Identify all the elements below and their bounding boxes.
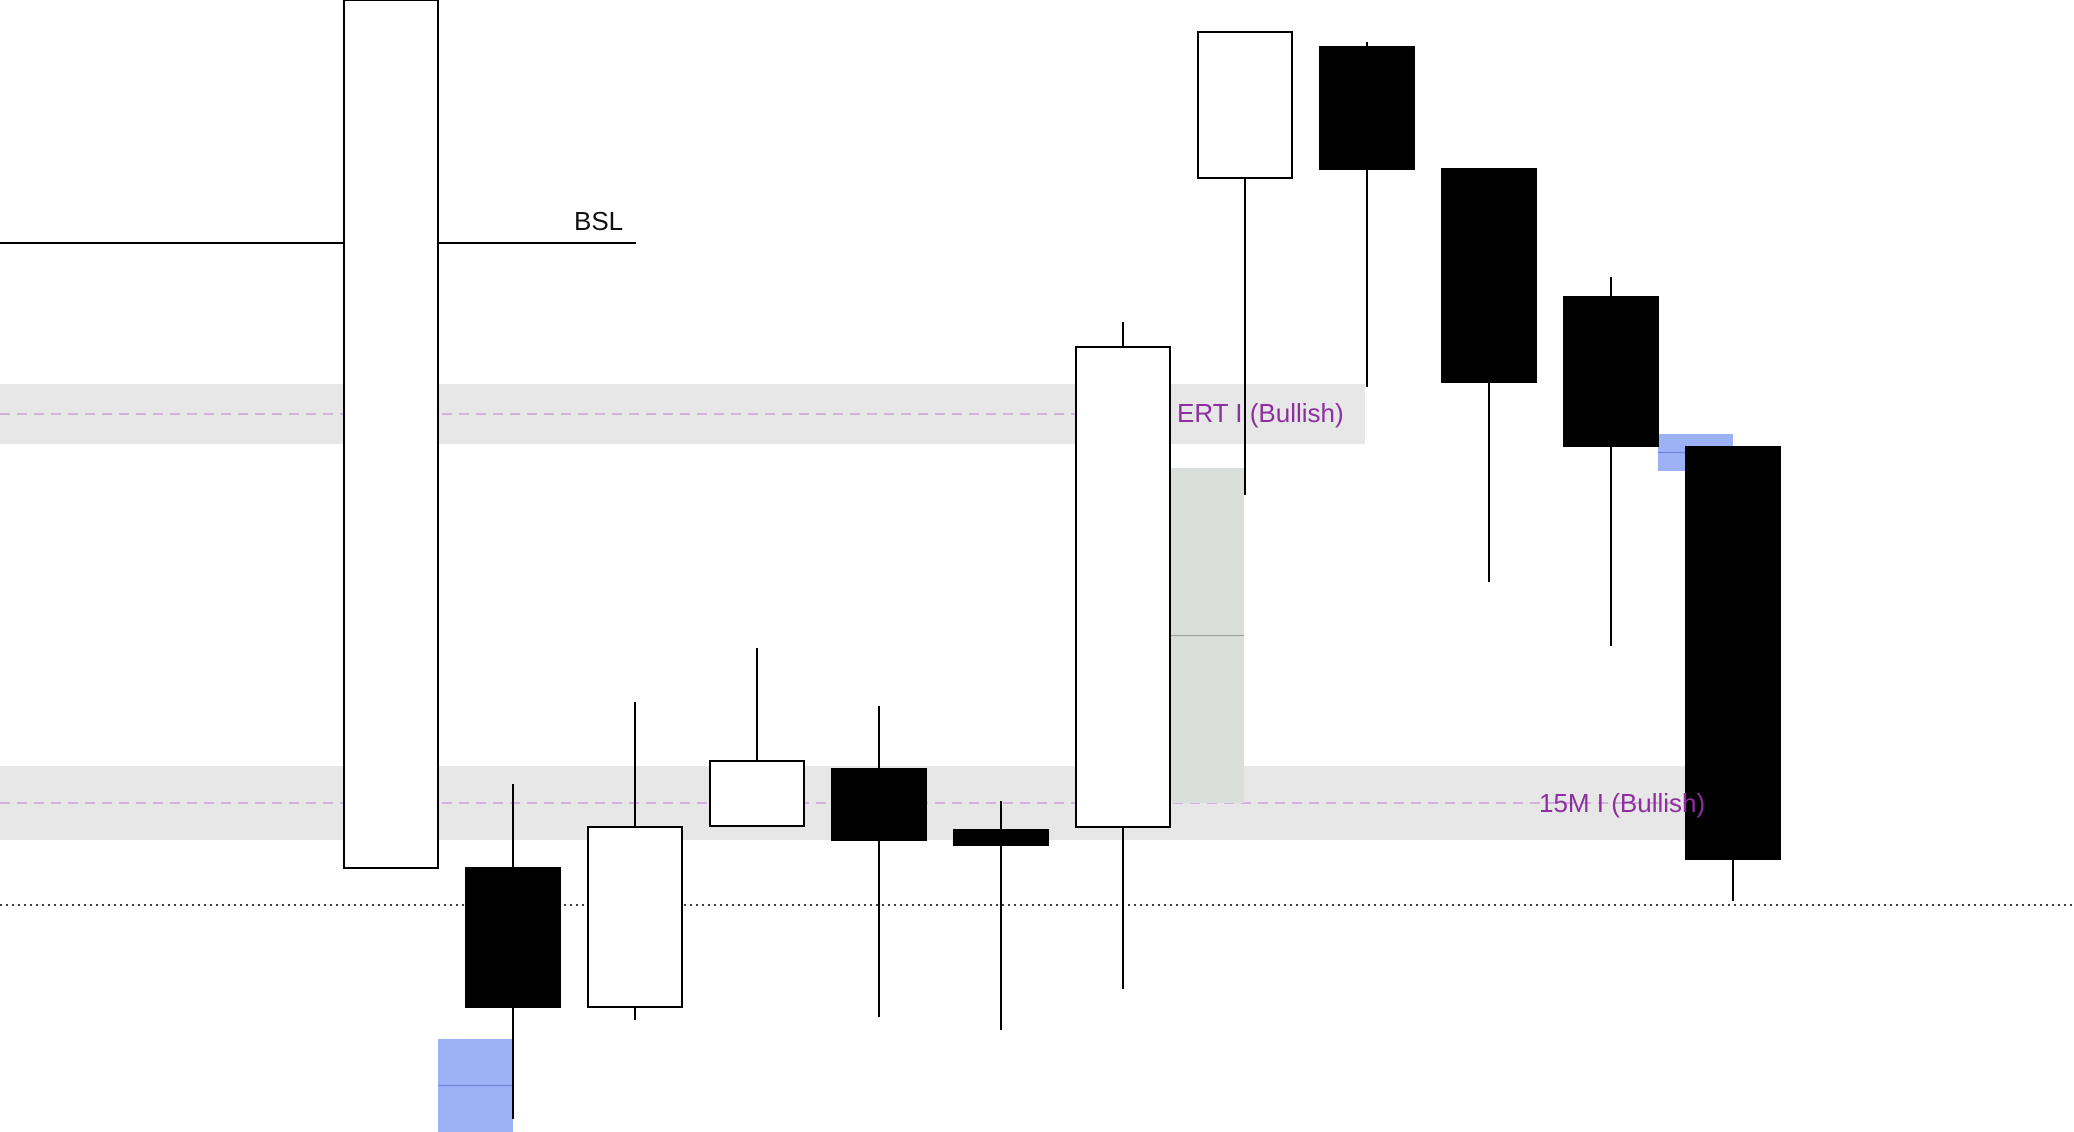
fvg-layer (438, 434, 1733, 1132)
candle-body (1075, 346, 1171, 828)
candle-body (709, 760, 805, 827)
candle-body (1319, 46, 1415, 170)
candle-body (1197, 31, 1293, 179)
candle-body (1441, 168, 1537, 383)
candles-layer (343, 0, 1781, 1119)
candle-body (831, 768, 927, 841)
candle-bullish (343, 0, 439, 869)
candle-bearish (465, 784, 561, 1119)
labels-layer: BSL ERT I (Bullish) 15M I (Bullish) (574, 206, 1705, 818)
bsl-label: BSL (574, 206, 623, 236)
candle-bearish (1685, 446, 1781, 901)
candle-body (1563, 296, 1659, 447)
candle-bearish (953, 801, 1049, 1030)
candle-body (953, 829, 1049, 846)
candle-body (465, 867, 561, 1008)
candle-bearish (1319, 42, 1415, 387)
candle-bullish (1197, 31, 1293, 495)
candle-bearish (1441, 168, 1537, 582)
candle-body (343, 0, 439, 869)
candle-body (587, 826, 683, 1008)
candle-bullish (1075, 322, 1171, 989)
zone-label-15m: 15M I (Bullish) (1539, 788, 1705, 818)
candle-bearish (831, 706, 927, 1017)
candle-body (1685, 446, 1781, 860)
candle-bullish (587, 702, 683, 1020)
candle-bullish (709, 648, 805, 827)
candle-bearish (1563, 277, 1659, 646)
zone-label-ert: ERT I (Bullish) (1177, 398, 1344, 428)
